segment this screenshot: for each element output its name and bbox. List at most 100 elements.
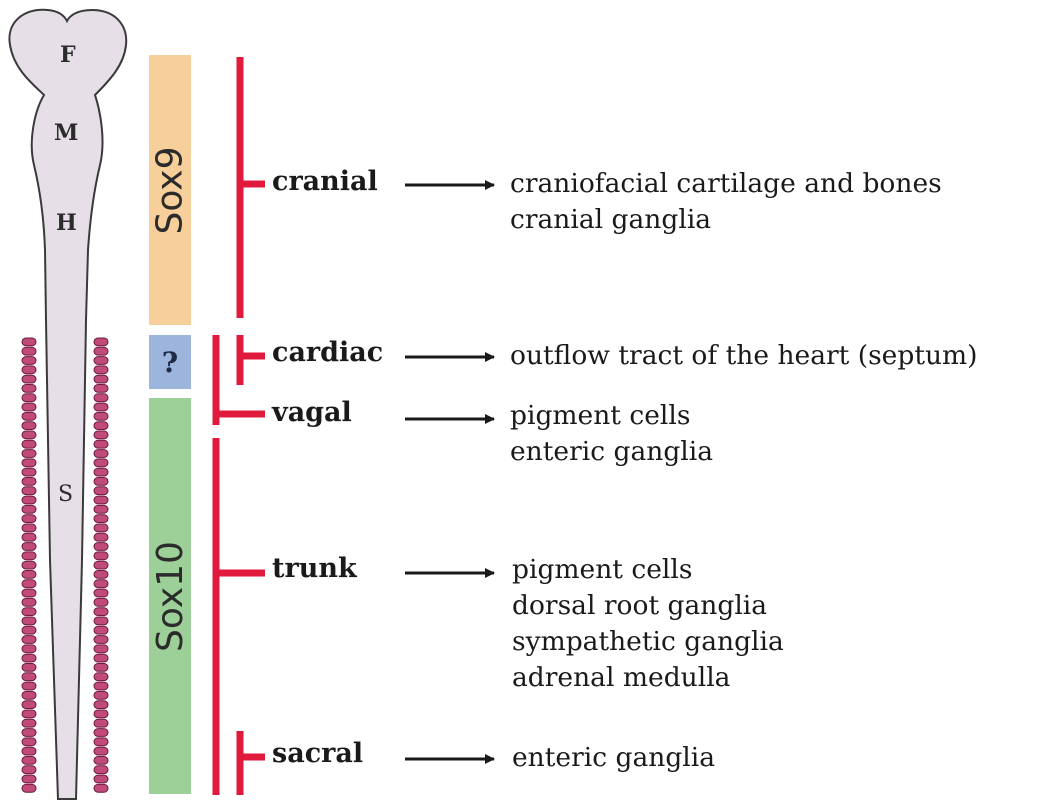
- somite: [22, 385, 36, 393]
- somite: [22, 459, 36, 467]
- fates-trunk: pigment cells dorsal root ganglia sympat…: [512, 552, 784, 696]
- somite: [22, 747, 36, 755]
- somite: [22, 636, 36, 644]
- somite: [94, 552, 108, 560]
- somite: [22, 450, 36, 458]
- fate-item: dorsal root ganglia: [512, 588, 784, 624]
- somite: [22, 757, 36, 765]
- arrow-group: [405, 185, 494, 759]
- somite: [94, 617, 108, 625]
- crest-population-vagal: vagal: [272, 397, 352, 428]
- somite: [94, 571, 108, 579]
- somite: [22, 682, 36, 690]
- fate-item: enteric ganglia: [510, 434, 713, 470]
- somite: [22, 496, 36, 504]
- somite: [22, 571, 36, 579]
- somite: [22, 691, 36, 699]
- somite: [94, 515, 108, 523]
- somite: [94, 440, 108, 448]
- somite: [94, 598, 108, 606]
- region-label-midbrain: M: [54, 120, 78, 146]
- somite: [94, 357, 108, 365]
- fates-cardiac: outflow tract of the heart (septum): [510, 338, 978, 374]
- somite: [94, 766, 108, 774]
- somite: [94, 645, 108, 653]
- somite: [94, 710, 108, 718]
- somite: [94, 673, 108, 681]
- fates-cranial: craniofacial cartilage and bones cranial…: [510, 166, 942, 238]
- somite: [22, 533, 36, 541]
- bracket-group: [216, 57, 265, 795]
- region-label-hindbrain: H: [56, 210, 77, 236]
- somite: [94, 589, 108, 597]
- somite: [94, 403, 108, 411]
- sox10-box: Sox10: [149, 398, 191, 794]
- somite: [94, 738, 108, 746]
- somite: [94, 719, 108, 727]
- somite: [94, 580, 108, 588]
- fate-item: pigment cells: [512, 552, 784, 588]
- somite: [22, 654, 36, 662]
- somite: [22, 664, 36, 672]
- somite: [94, 636, 108, 644]
- somite: [94, 487, 108, 495]
- somite: [94, 450, 108, 458]
- sox9-box: Sox9: [149, 55, 191, 325]
- somite: [22, 515, 36, 523]
- somite: [22, 580, 36, 588]
- somite: [94, 394, 108, 402]
- somite: [94, 682, 108, 690]
- somite: [94, 626, 108, 634]
- somite: [94, 478, 108, 486]
- region-label-spinal-cord: S: [58, 482, 73, 507]
- somite: [22, 394, 36, 402]
- fate-item: adrenal medulla: [512, 660, 784, 696]
- somite: [94, 505, 108, 513]
- sox9-label: Sox9: [150, 146, 191, 234]
- somite: [22, 347, 36, 355]
- somite: [22, 710, 36, 718]
- somite: [22, 552, 36, 560]
- somite: [94, 561, 108, 569]
- somite: [94, 729, 108, 737]
- somite: [22, 338, 36, 346]
- fate-item: pigment cells: [510, 398, 713, 434]
- somite: [22, 626, 36, 634]
- somite: [22, 440, 36, 448]
- somite-column-left: [22, 338, 36, 792]
- somite: [94, 533, 108, 541]
- somite: [22, 403, 36, 411]
- somite: [94, 496, 108, 504]
- fate-item: outflow tract of the heart (septum): [510, 338, 978, 374]
- fate-item: cranial ganglia: [510, 202, 942, 238]
- somite: [94, 412, 108, 420]
- somite: [22, 561, 36, 569]
- fate-item: sympathetic ganglia: [512, 624, 784, 660]
- somite: [22, 701, 36, 709]
- somite: [22, 478, 36, 486]
- somite: [94, 385, 108, 393]
- somite: [22, 589, 36, 597]
- somite: [94, 747, 108, 755]
- somite: [94, 366, 108, 374]
- somite: [22, 468, 36, 476]
- fates-vagal: pigment cells enteric ganglia: [510, 398, 713, 470]
- somite: [22, 784, 36, 792]
- somite: [94, 701, 108, 709]
- somite: [94, 757, 108, 765]
- somite: [22, 738, 36, 746]
- somite: [22, 729, 36, 737]
- somite: [94, 375, 108, 383]
- somite: [22, 766, 36, 774]
- crest-population-cardiac: cardiac: [272, 337, 383, 368]
- unknown-gene-box: ?: [149, 335, 191, 389]
- crest-population-trunk: trunk: [272, 553, 357, 584]
- somite: [94, 664, 108, 672]
- somite-column-right: [94, 338, 108, 792]
- somite: [94, 468, 108, 476]
- fates-sacral: enteric ganglia: [512, 740, 715, 776]
- somite: [94, 422, 108, 430]
- somite: [22, 673, 36, 681]
- somite: [22, 422, 36, 430]
- somite: [22, 412, 36, 420]
